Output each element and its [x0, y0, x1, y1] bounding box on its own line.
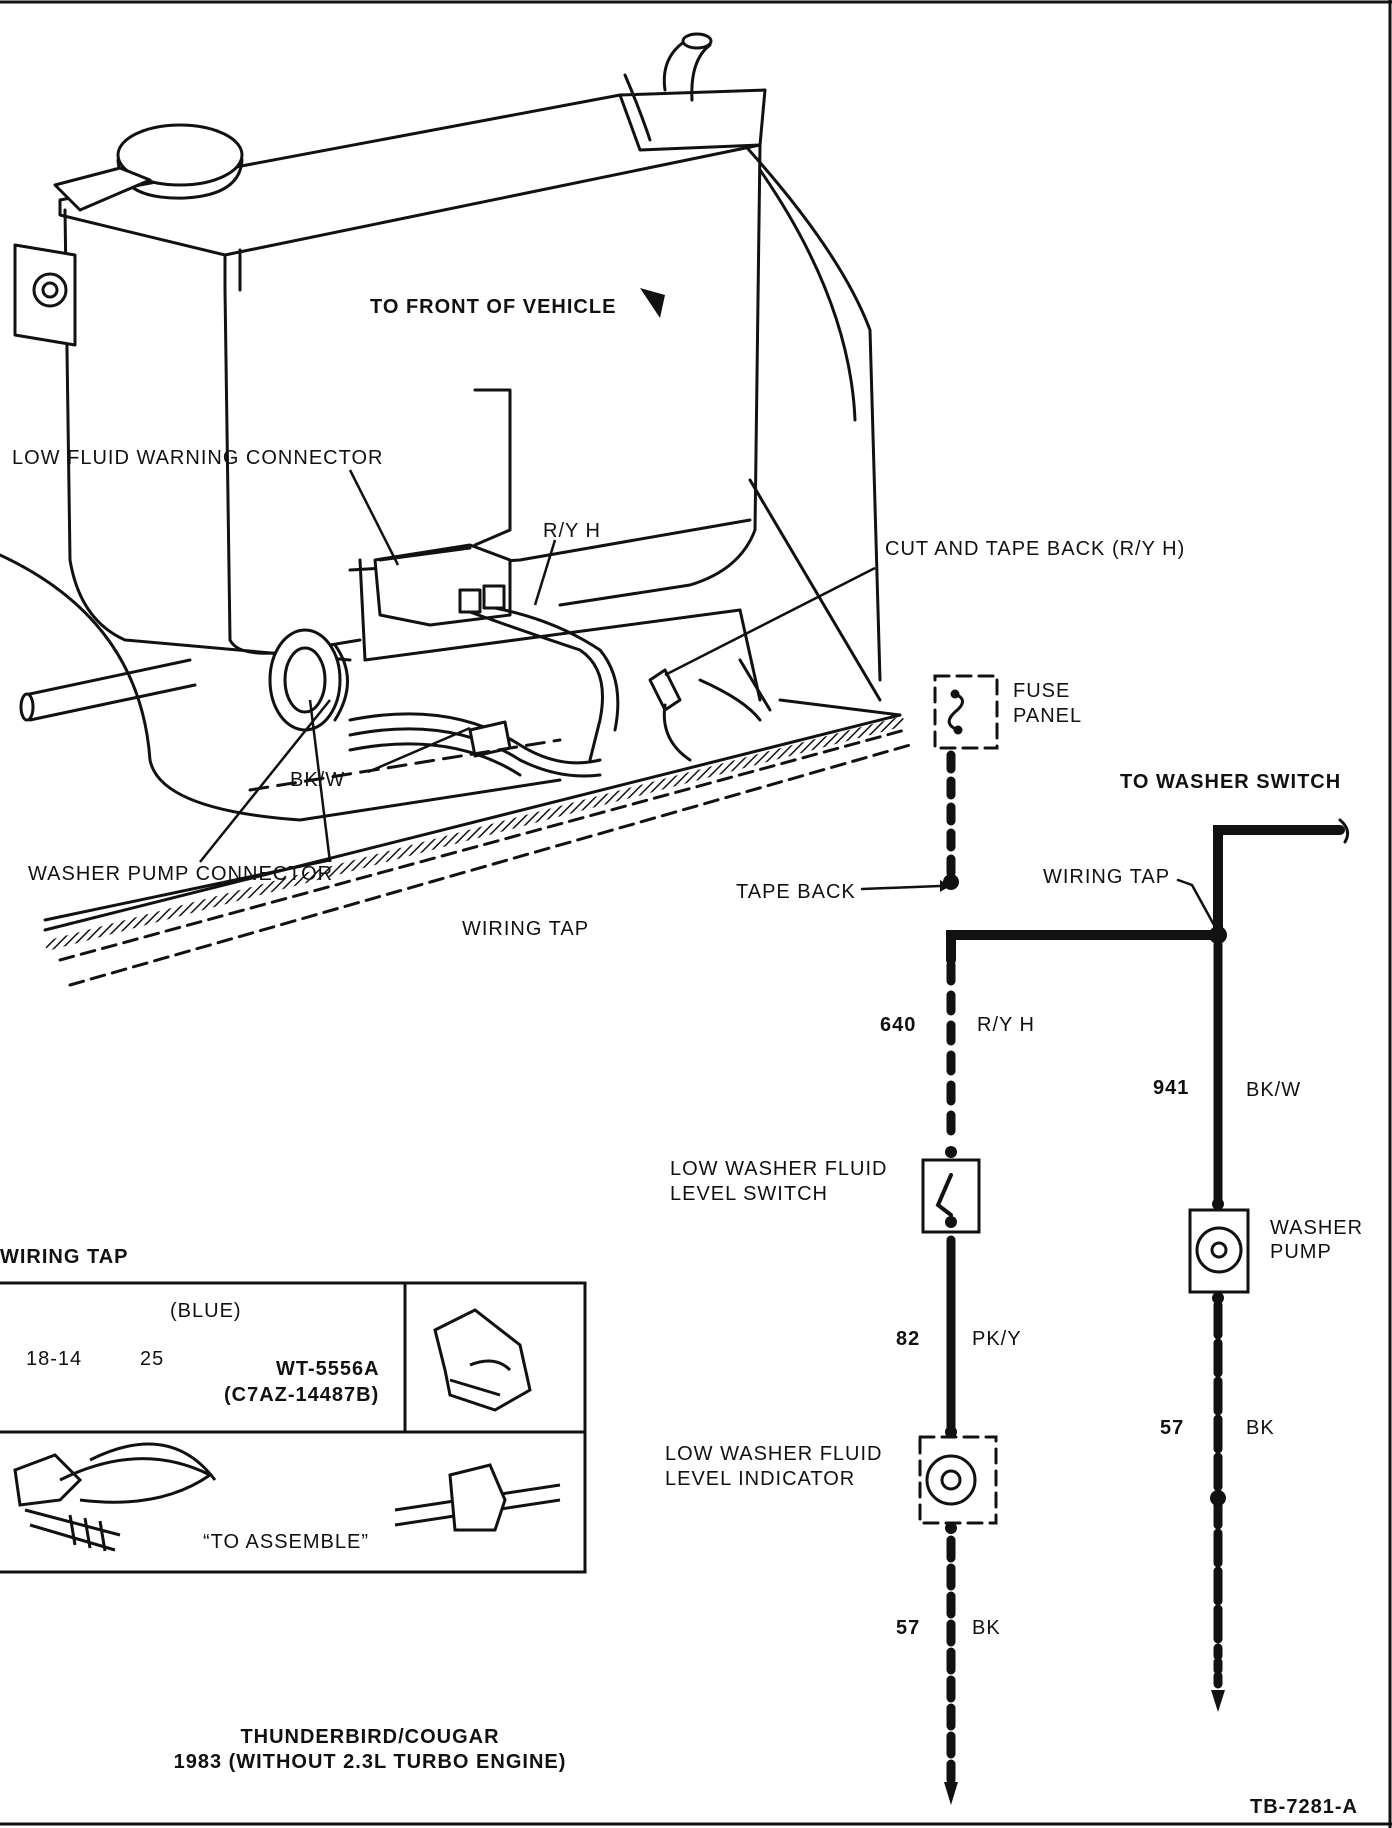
wire-640-label: 640	[880, 1014, 917, 1036]
wire-941-label: 941	[1153, 1077, 1190, 1099]
pky-label: PK/Y	[972, 1328, 1022, 1350]
tap-table-gauge: 18-14	[26, 1348, 83, 1370]
caption-line-2: 1983 (WITHOUT 2.3L TURBO ENGINE)	[173, 1751, 567, 1773]
ryh-right-label: R/Y H	[977, 1014, 1035, 1036]
figure-code: TB-7281-A	[1250, 1796, 1358, 1818]
tape-back-label: TAPE BACK	[736, 881, 856, 903]
tap-table-title: WIRING TAP	[0, 1246, 129, 1268]
bk-right-label: BK	[1246, 1417, 1275, 1439]
level-switch-label-2: LEVEL SWITCH	[670, 1183, 828, 1205]
level-indicator-label-2: LEVEL INDICATOR	[665, 1468, 856, 1490]
cut-tape-label: CUT AND TAPE BACK (R/Y H)	[885, 538, 1186, 560]
wiring-tap-main-label: WIRING TAP	[462, 918, 590, 940]
bkw-left-label: BK/W	[290, 769, 346, 791]
bk-left-label: BK	[972, 1617, 1001, 1639]
tap-table-color: (BLUE)	[170, 1300, 242, 1322]
tap-table-part-2: (C7AZ-14487B)	[224, 1384, 380, 1406]
tap-table-assemble: “TO ASSEMBLE”	[203, 1531, 370, 1553]
direction-arrow-icon	[640, 288, 665, 318]
caption-line-1: THUNDERBIRD/COUGAR	[240, 1726, 500, 1748]
tap-table-qty: 25	[140, 1348, 165, 1370]
to-washer-switch-label: TO WASHER SWITCH	[1120, 771, 1342, 793]
ryh-top-label: R/Y H	[543, 520, 601, 542]
washer-reservoir-illustration	[0, 32, 912, 987]
wiring-tap-table	[0, 1281, 587, 1574]
fuse-panel-label-2: PANEL	[1013, 705, 1083, 727]
bkw-right-label: BK/W	[1246, 1079, 1302, 1101]
wire-82-label: 82	[896, 1328, 921, 1350]
washer-pump-label-1: WASHER	[1270, 1217, 1364, 1239]
level-indicator-label-1: LOW WASHER FLUID	[665, 1443, 883, 1465]
low-fluid-connector-label: LOW FLUID WARNING CONNECTOR	[12, 447, 384, 469]
schematic	[860, 674, 1350, 1805]
leader-lines	[199, 469, 876, 863]
wire-57-left-label: 57	[896, 1617, 921, 1639]
level-switch-label-1: LOW WASHER FLUID	[670, 1158, 888, 1180]
wire-57-right-label: 57	[1160, 1417, 1185, 1439]
washer-pump-connector-label: WASHER PUMP CONNECTOR	[28, 863, 334, 885]
washer-pump-label-2: PUMP	[1270, 1241, 1332, 1263]
to-front-label: TO FRONT OF VEHICLE	[370, 296, 617, 318]
tap-table-part-1: WT-5556A	[276, 1358, 380, 1380]
fuse-panel-label-1: FUSE	[1013, 680, 1071, 702]
wiring-tap-right-label: WIRING TAP	[1043, 866, 1171, 888]
